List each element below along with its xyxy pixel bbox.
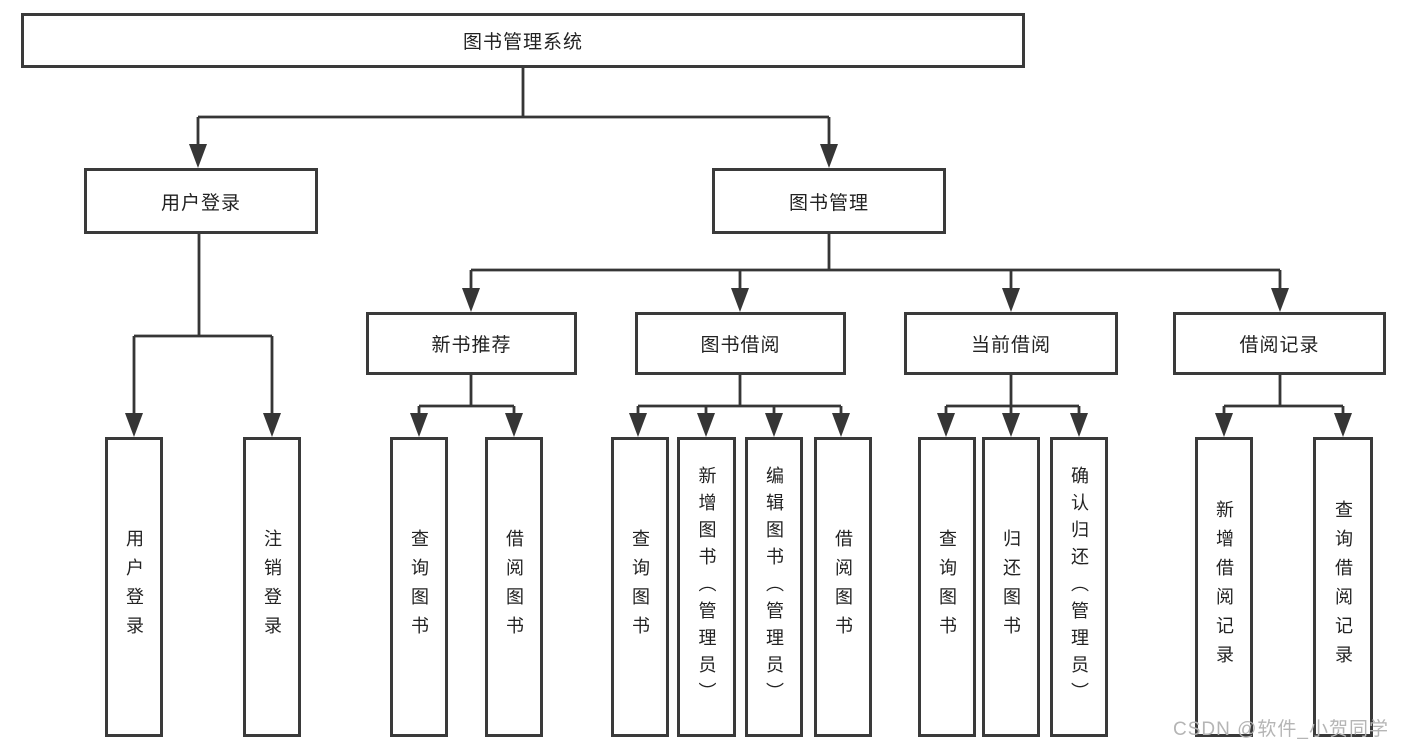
leaf-return-books-label: 归还图书 <box>1001 529 1021 645</box>
leaf-query-books-borrow-label: 查询图书 <box>630 529 650 645</box>
arrowheads <box>125 144 1352 437</box>
leaf-add-books-admin-label: 新增图书（管理员） <box>696 465 717 709</box>
leaf-user-login: 用户登录 <box>105 437 163 737</box>
leaf-add-borrow-record: 新增借阅记录 <box>1195 437 1253 737</box>
leaf-borrow-books-recommend-label: 借阅图书 <box>504 529 524 645</box>
leaf-borrow-books-label: 借阅图书 <box>833 529 853 645</box>
leaf-edit-books-admin: 编辑图书（管理员） <box>745 437 803 737</box>
leaf-query-books-recommend: 查询图书 <box>390 437 448 737</box>
leaf-add-borrow-record-label: 新增借阅记录 <box>1214 500 1234 674</box>
csdn-watermark: CSDN @软件_小贺同学 <box>1173 719 1389 740</box>
leaf-logout-label: 注销登录 <box>262 529 282 645</box>
node-new-book-recommendation: 新书推荐 <box>366 312 577 375</box>
leaf-return-books: 归还图书 <box>982 437 1040 737</box>
leaf-logout: 注销登录 <box>243 437 301 737</box>
connector-bookborrow-to-leaves <box>636 375 843 420</box>
leaf-edit-books-admin-label: 编辑图书（管理员） <box>764 465 784 709</box>
leaf-query-borrow-record-label: 查询借阅记录 <box>1333 500 1353 674</box>
node-user-login: 用户登录 <box>84 168 318 234</box>
leaf-query-books-recommend-label: 查询图书 <box>409 529 429 645</box>
leaf-borrow-books: 借阅图书 <box>814 437 872 737</box>
node-book-management: 图书管理 <box>712 168 946 234</box>
leaf-user-login-label: 用户登录 <box>124 529 144 645</box>
connector-root-to-level2 <box>196 68 831 150</box>
leaf-confirm-return-admin-label: 确认归还（管理员） <box>1069 465 1089 709</box>
node-book-borrowing: 图书借阅 <box>635 312 846 375</box>
leaf-query-books-current: 查询图书 <box>918 437 976 737</box>
leaf-confirm-return-admin: 确认归还（管理员） <box>1050 437 1108 737</box>
leaf-borrow-books-recommend: 借阅图书 <box>485 437 543 737</box>
leaf-query-books-borrow: 查询图书 <box>611 437 669 737</box>
leaf-query-borrow-record: 查询借阅记录 <box>1313 437 1373 737</box>
connector-records-to-leaves <box>1222 375 1345 420</box>
leaf-add-books-admin: 新增图书（管理员） <box>677 437 736 737</box>
connector-newbook-to-leaves <box>417 375 516 420</box>
connector-userlogin-to-leaves <box>132 234 274 420</box>
leaf-query-books-current-label: 查询图书 <box>937 529 957 645</box>
node-current-borrowing: 当前借阅 <box>904 312 1118 375</box>
connector-bookmgmt-to-level3 <box>469 234 1282 295</box>
node-borrowing-records: 借阅记录 <box>1173 312 1386 375</box>
node-root-library-system: 图书管理系统 <box>21 13 1025 68</box>
